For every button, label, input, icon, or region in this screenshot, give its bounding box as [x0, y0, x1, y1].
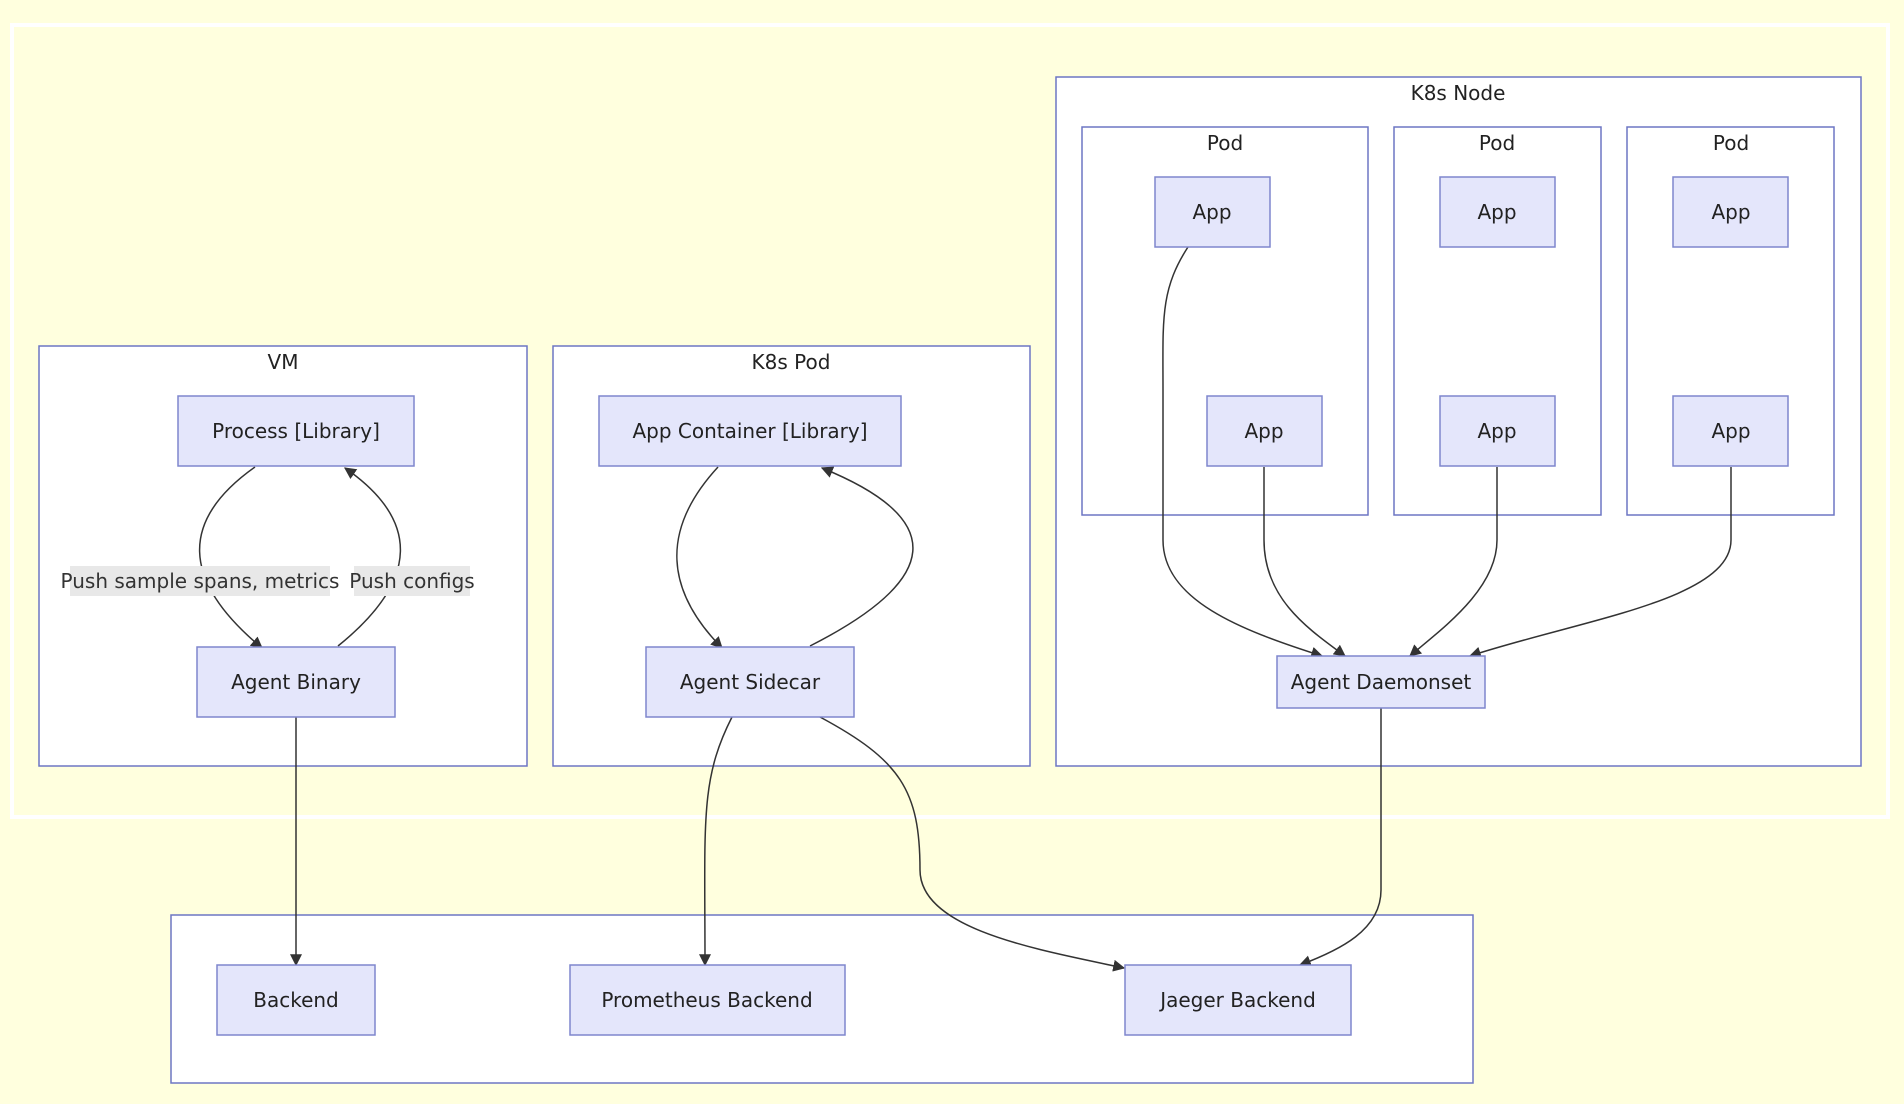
node-prometheus-backend-label: Prometheus Backend — [601, 988, 812, 1012]
node-agent-daemonset[interactable]: Agent Daemonset — [1276, 655, 1486, 709]
node-jaeger-backend-label: Jaeger Backend — [1158, 988, 1316, 1012]
node-app-3[interactable]: App — [1439, 176, 1556, 248]
node-app-container-label: App Container [Library] — [632, 419, 867, 443]
pod-cluster-1-label: Pod — [1207, 131, 1243, 155]
node-backend[interactable]: Backend — [216, 964, 376, 1036]
deployment-boundary — [10, 23, 1890, 819]
edge-app6-to-daemonset — [1468, 467, 1732, 659]
edge-app4-to-daemonset — [1409, 467, 1498, 657]
node-agent-binary-label: Agent Binary — [231, 670, 361, 694]
node-process-label: Process [Library] — [212, 419, 380, 443]
pod-cluster-2-label: Pod — [1479, 131, 1515, 155]
edge-app2-to-daemonset — [1263, 467, 1346, 657]
node-prometheus-backend[interactable]: Prometheus Backend — [569, 964, 846, 1036]
edge-label-push-configs-bg — [354, 566, 470, 596]
vm-cluster-label: VM — [268, 350, 299, 374]
node-app-5[interactable]: App — [1672, 176, 1789, 248]
node-app-1-label: App — [1192, 200, 1231, 224]
node-app-2[interactable]: App — [1206, 395, 1323, 467]
edge-agent-binary-to-process — [337, 467, 402, 647]
node-app-4-label: App — [1477, 419, 1516, 443]
node-agent-daemonset-label: Agent Daemonset — [1291, 670, 1472, 694]
node-app-6[interactable]: App — [1672, 395, 1789, 467]
pod-cluster-3-label: Pod — [1713, 131, 1749, 155]
k8s-pod-cluster-label: K8s Pod — [752, 350, 831, 374]
edge-label-push-spans-bg — [70, 566, 330, 596]
edge-app-container-to-sidecar — [676, 466, 723, 649]
node-jaeger-backend[interactable]: Jaeger Backend — [1124, 964, 1352, 1036]
edge-app1-to-daemonset — [1162, 246, 1324, 659]
edge-process-to-agent-binary — [198, 466, 263, 649]
node-agent-sidecar[interactable]: Agent Sidecar — [645, 646, 855, 718]
node-agent-sidecar-label: Agent Sidecar — [680, 670, 821, 694]
edge-sidecar-to-jaeger — [819, 716, 1126, 972]
node-app-1[interactable]: App — [1154, 176, 1271, 248]
node-app-5-label: App — [1711, 200, 1750, 224]
edge-sidecar-to-app-container — [809, 466, 914, 647]
node-process[interactable]: Process [Library] — [177, 395, 415, 467]
edge-sidecar-to-prometheus — [698, 716, 733, 967]
edge-label-push-configs: Push configs — [349, 569, 474, 593]
node-app-3-label: App — [1477, 200, 1516, 224]
k8s-node-cluster-label: K8s Node — [1411, 81, 1506, 105]
node-app-4[interactable]: App — [1439, 395, 1556, 467]
node-app-6-label: App — [1711, 419, 1750, 443]
node-app-container[interactable]: App Container [Library] — [598, 395, 902, 467]
node-agent-binary[interactable]: Agent Binary — [196, 646, 396, 718]
edge-label-push-spans: Push sample spans, metrics — [61, 569, 340, 593]
edge-daemonset-to-jaeger — [1298, 707, 1382, 967]
node-backend-label: Backend — [253, 988, 339, 1012]
node-app-2-label: App — [1244, 419, 1283, 443]
